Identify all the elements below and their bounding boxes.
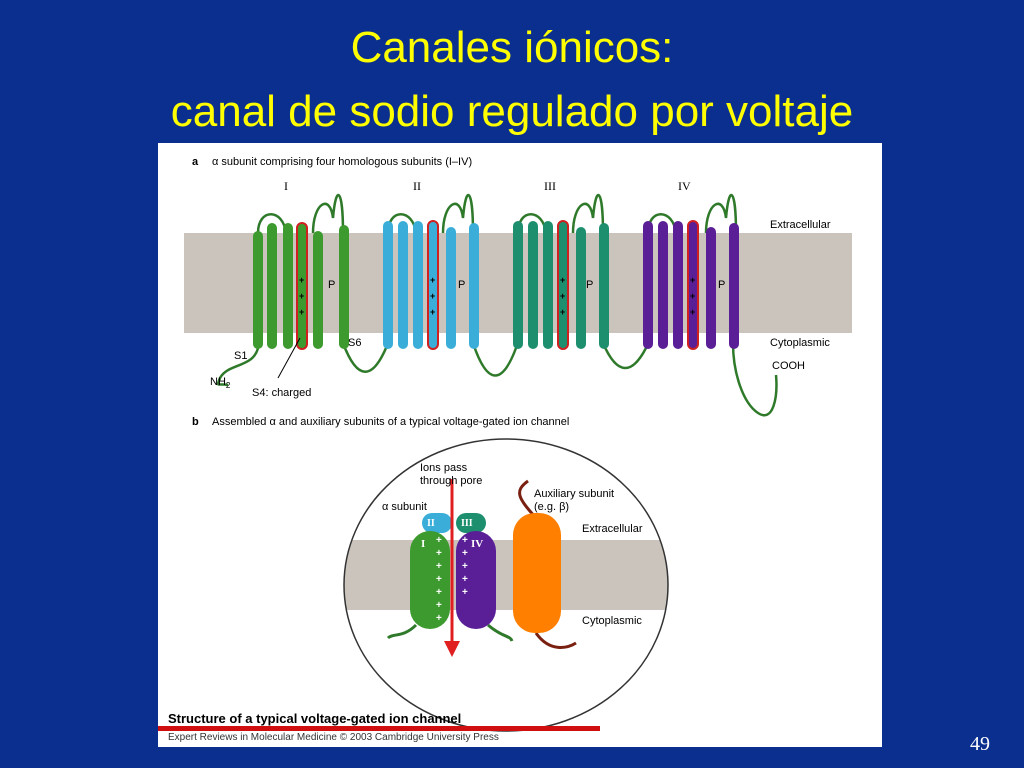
aux-tail-bottom xyxy=(534,632,577,649)
extracellular-label-b: Extracellular xyxy=(582,523,643,535)
cytoplasmic-label-a: Cytoplasmic xyxy=(770,337,830,349)
page-number: 49 xyxy=(970,733,990,755)
svg-text:+: + xyxy=(430,291,435,301)
nh2-tail xyxy=(216,347,260,387)
s1-label: S1 xyxy=(234,350,247,362)
svg-text:+: + xyxy=(436,561,442,572)
svg-text:+: + xyxy=(436,600,442,611)
slide-title-line-2: canal de sodio regulado por voltaje xyxy=(170,87,854,136)
ion-channel-diagram: a α subunit comprising four homologous s… xyxy=(158,156,852,743)
cooh-label: COOH xyxy=(772,360,805,372)
domain-label-II: II xyxy=(413,179,421,193)
svg-text:+: + xyxy=(430,307,435,317)
panel-a-caption: α subunit comprising four homologous sub… xyxy=(212,156,472,168)
alpha-label-II: II xyxy=(427,518,435,529)
svg-text:+: + xyxy=(560,291,565,301)
svg-text:+: + xyxy=(299,275,304,285)
linker-I-II xyxy=(341,342,388,373)
aux-example-label: (e.g. β) xyxy=(534,501,569,513)
svg-text:+: + xyxy=(436,587,442,598)
svg-text:+: + xyxy=(462,561,468,572)
domain-label-IV: IV xyxy=(678,179,691,193)
domain-I: + + + xyxy=(253,193,349,350)
domain-II: + + + xyxy=(383,193,479,350)
domain-III: + + + xyxy=(513,193,609,350)
cooh-tail xyxy=(731,342,778,417)
s6-label: S6 xyxy=(348,337,361,349)
svg-text:+: + xyxy=(462,535,468,546)
auxiliary-subunit-shape xyxy=(513,513,561,633)
alpha-tail-left xyxy=(386,623,418,640)
cytoplasmic-label-b: Cytoplasmic xyxy=(582,615,642,627)
alpha-label-I: I xyxy=(421,538,425,550)
svg-text:+: + xyxy=(462,587,468,598)
svg-text:+: + xyxy=(436,548,442,559)
pore-label-III: P xyxy=(586,279,593,291)
svg-text:+: + xyxy=(560,307,565,317)
svg-text:+: + xyxy=(690,275,695,285)
linker-III-IV xyxy=(601,342,648,370)
alpha-subunit-label: α subunit xyxy=(382,501,427,513)
figure-footer-credit: Expert Reviews in Molecular Medicine © 2… xyxy=(168,732,499,743)
svg-text:+: + xyxy=(430,275,435,285)
svg-text:+: + xyxy=(436,535,442,546)
pore-label-II: P xyxy=(458,279,465,291)
s4-pointer xyxy=(277,337,301,379)
figure-panel: a α subunit comprising four homologous s… xyxy=(158,143,882,747)
alpha-IV-body xyxy=(456,531,496,629)
panel-b-letter: b xyxy=(192,416,199,428)
alpha-tail-right xyxy=(487,623,514,642)
svg-text:+: + xyxy=(436,613,442,624)
panel-b-membrane xyxy=(344,540,668,610)
ion-flow-arrow-head xyxy=(444,641,460,657)
nh2-label: NH2 xyxy=(210,376,231,390)
pore-label-I: P xyxy=(328,279,335,291)
svg-text:+: + xyxy=(299,291,304,301)
figure-footer-title: Structure of a typical voltage-gated ion… xyxy=(168,711,461,726)
charge-marks: + + + + + + + + + + + + xyxy=(436,535,468,624)
aux-subunit-label: Auxiliary subunit xyxy=(534,488,614,500)
svg-text:+: + xyxy=(690,307,695,317)
domain-label-I: I xyxy=(284,179,288,193)
slide-title-line-1: Canales iónicos: xyxy=(350,23,674,72)
s4-label: S4: charged xyxy=(252,387,311,399)
domain-label-III: III xyxy=(544,179,556,193)
svg-text:+: + xyxy=(462,574,468,585)
svg-text:+: + xyxy=(299,307,304,317)
svg-text:+: + xyxy=(436,574,442,585)
alpha-label-IV: IV xyxy=(471,538,483,550)
footer-red-bar xyxy=(158,726,600,731)
panel-b-caption: Assembled α and auxiliary subunits of a … xyxy=(212,416,569,428)
extracellular-label-a: Extracellular xyxy=(770,219,831,231)
alpha-III-top xyxy=(456,513,486,533)
svg-text:+: + xyxy=(690,291,695,301)
alpha-I-body xyxy=(410,531,450,629)
panel-a-letter: a xyxy=(192,156,199,168)
svg-text:+: + xyxy=(462,548,468,559)
alpha-label-III: III xyxy=(461,518,473,529)
svg-text:+: + xyxy=(560,275,565,285)
ions-pass-label: Ions pass xyxy=(420,462,468,474)
through-pore-label: through pore xyxy=(420,475,482,487)
linker-II-III xyxy=(471,342,518,377)
domain-IV: + + + xyxy=(643,193,739,350)
alpha-II-top xyxy=(422,513,452,533)
pore-label-IV: P xyxy=(718,279,725,291)
